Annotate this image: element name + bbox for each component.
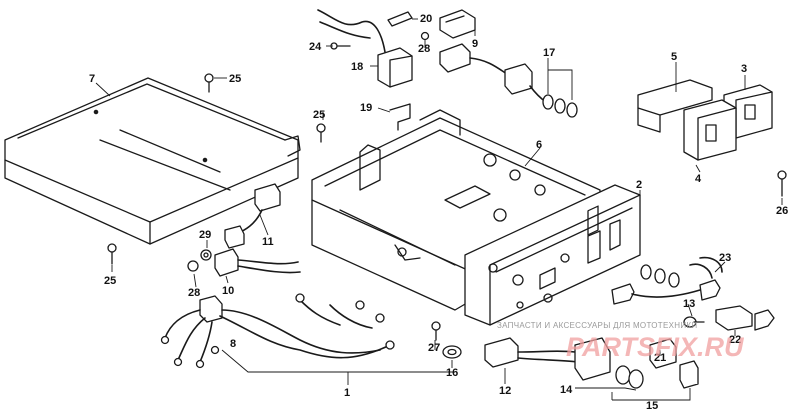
part-24-screw <box>330 42 351 50</box>
part-11-switch <box>224 183 281 249</box>
callout-labels: 1 2 3 4 5 6 7 8 9 10 11 12 13 14 15 16 1… <box>89 13 788 411</box>
callout-7: 7 <box>89 73 95 85</box>
part-5-bracket <box>637 79 713 133</box>
part-12-connector <box>484 337 579 368</box>
part-10-coupler <box>214 248 301 277</box>
callout-25-a: 25 <box>229 73 241 85</box>
callout-18: 18 <box>351 61 363 73</box>
part-25-bolt-c <box>107 243 117 265</box>
part-20-bracket <box>387 11 413 27</box>
part-21-plug <box>649 338 699 389</box>
part-26-bolt <box>777 170 787 197</box>
callout-24: 24 <box>309 41 322 53</box>
callout-3: 3 <box>741 63 747 75</box>
callout-10: 10 <box>222 285 234 297</box>
part-8-harness <box>160 293 395 369</box>
callout-25-b: 25 <box>313 109 325 121</box>
part-25-bolt-b <box>316 123 326 143</box>
callout-20: 20 <box>420 13 432 25</box>
callout-29: 29 <box>199 229 211 241</box>
callout-27: 27 <box>428 342 440 354</box>
callout-19: 19 <box>360 102 372 114</box>
part-28-nut-left <box>187 260 199 272</box>
callout-9: 9 <box>472 38 478 50</box>
part-27-screw <box>431 321 441 341</box>
watermark: ЗАПЧАСТИ И АКСЕССУАРЫ ДЛЯ МОТОТЕХНИКИ PA… <box>497 321 745 362</box>
callout-1: 1 <box>344 387 350 399</box>
part-18-coupler <box>317 9 413 88</box>
watermark-logo: PARTSFIX.RU <box>566 332 745 362</box>
callout-8: 8 <box>230 338 236 350</box>
callout-22: 22 <box>729 334 741 346</box>
part-28-nut-top <box>420 31 430 41</box>
callout-11: 11 <box>262 236 274 248</box>
callout-25-c: 25 <box>104 275 116 287</box>
callout-13: 13 <box>683 298 695 310</box>
leader-lines <box>95 18 783 401</box>
callout-15: 15 <box>646 400 658 411</box>
part-22-lamp <box>715 305 775 331</box>
part-19-clip <box>389 103 411 131</box>
callout-26: 26 <box>776 205 788 217</box>
part-17-harness <box>439 43 578 118</box>
callout-28-b: 28 <box>188 287 200 299</box>
part-7-top-cover <box>4 77 301 245</box>
part-4-relay <box>683 99 737 161</box>
callout-16: 16 <box>446 367 458 379</box>
part-29-washer <box>200 249 212 261</box>
part-25-bolt-a <box>204 73 214 93</box>
callout-21: 21 <box>654 352 666 364</box>
callout-12: 12 <box>499 385 511 397</box>
watermark-caption: ЗАПЧАСТИ И АКСЕССУАРЫ ДЛЯ МОТОТЕХНИКИ <box>497 321 697 330</box>
callout-14: 14 <box>560 384 573 396</box>
part-2-front-panel <box>464 184 641 326</box>
part-23-harness <box>611 256 723 305</box>
part-13-bulb <box>683 316 705 328</box>
part-14-cylinder <box>574 337 644 389</box>
callout-6: 6 <box>536 139 542 151</box>
callout-17: 17 <box>543 47 555 59</box>
part-9-connector <box>439 9 476 39</box>
part-16-grommet <box>442 345 462 359</box>
callout-5: 5 <box>671 51 677 63</box>
callout-23: 23 <box>719 252 731 264</box>
callout-2: 2 <box>636 179 642 191</box>
callout-4: 4 <box>695 173 702 185</box>
callout-28-a: 28 <box>418 43 430 55</box>
